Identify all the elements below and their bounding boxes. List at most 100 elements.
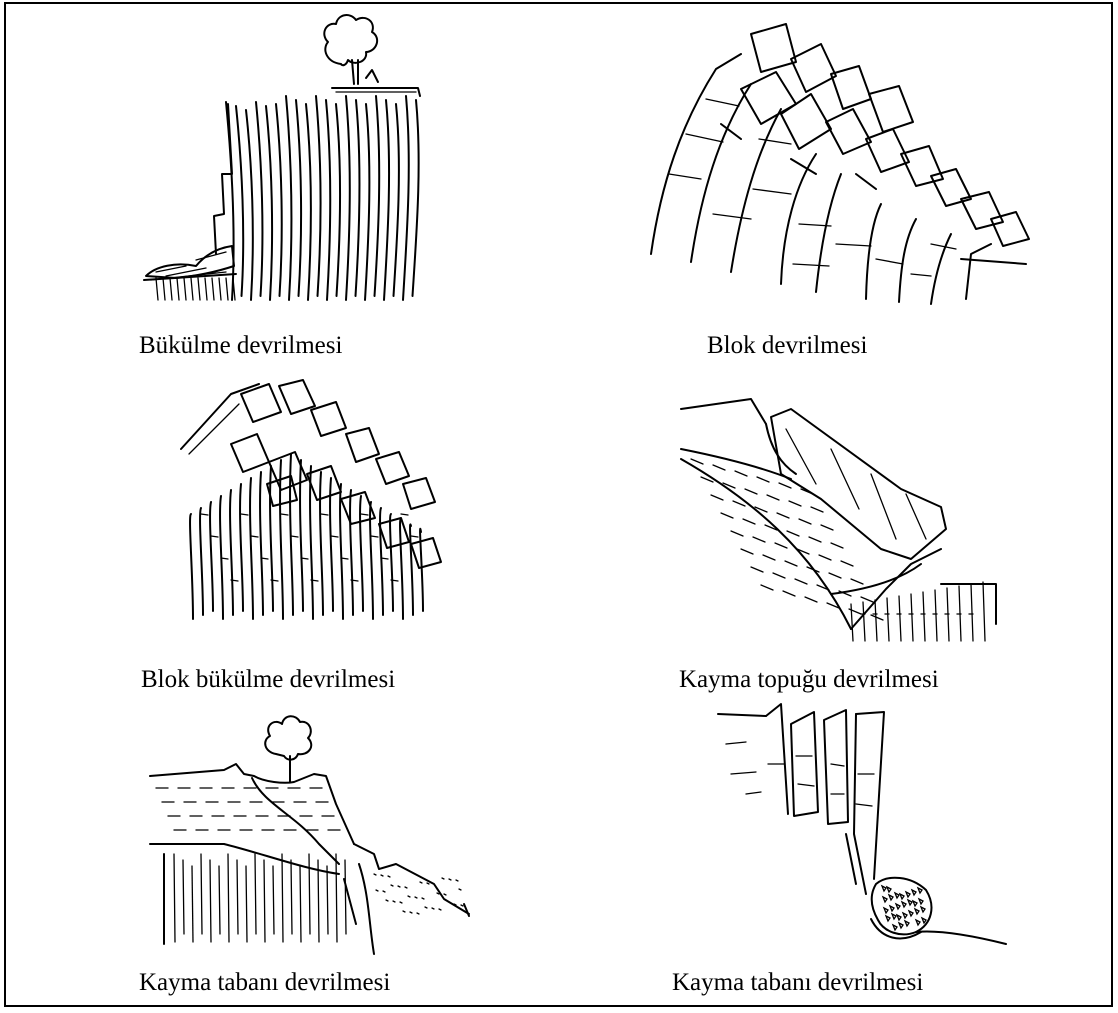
ink-stroke: [210, 860, 211, 942]
ink-stroke: [761, 585, 773, 590]
ink-stroke: [841, 561, 853, 566]
ink-stroke: [401, 514, 408, 515]
ink-stroke: [915, 909, 919, 914]
caption-flexural-toppling: Bükülme devrilmesi: [139, 333, 342, 358]
ink-stroke: [918, 888, 922, 893]
ink-stroke: [201, 854, 202, 934]
ink-stroke: [318, 860, 319, 942]
ink-stroke: [889, 895, 893, 900]
ink-stroke: [871, 615, 883, 620]
caption-block-flexural-toppling: Blok bükülme devrilmesi: [141, 667, 395, 692]
ink-stroke: [240, 484, 243, 611]
ink-stroke: [763, 555, 775, 560]
ink-stroke: [403, 96, 409, 300]
figure-frame: Bükülme devrilmesi: [4, 2, 1113, 1007]
ink-stroke: [306, 104, 311, 300]
ink-stroke: [280, 460, 283, 619]
ink-stroke: [779, 483, 791, 488]
ink-stroke: [439, 909, 441, 910]
ink-stroke: [787, 531, 799, 536]
ink-stroke: [899, 596, 901, 641]
ink-stroke: [971, 584, 973, 641]
ink-stroke: [361, 514, 368, 515]
ink-stroke: [751, 567, 763, 572]
ink-stroke: [266, 106, 272, 300]
ink-stroke: [371, 536, 378, 537]
ink-stroke: [935, 590, 937, 641]
ink-stroke: [230, 490, 233, 615]
ink-stroke: [444, 894, 446, 895]
ink-stroke: [212, 278, 214, 300]
ink-stroke: [237, 860, 238, 934]
ink-stroke: [851, 579, 863, 584]
ink-stroke: [767, 495, 779, 500]
ink-stroke: [408, 896, 410, 897]
ink-stroke: [795, 579, 807, 584]
ink-stroke: [805, 597, 817, 602]
ink-stroke: [246, 866, 247, 942]
ink-stroke: [400, 520, 403, 619]
ink-stroke: [211, 536, 218, 537]
ink-stroke: [350, 490, 353, 615]
ink-stroke: [893, 925, 897, 930]
panel-flexural-toppling: [136, 4, 436, 314]
ink-stroke: [174, 854, 175, 942]
ink-stroke: [711, 495, 723, 500]
ink-stroke: [442, 878, 444, 879]
ink-stroke: [219, 866, 220, 934]
ink-stroke: [733, 501, 745, 506]
ink-stroke: [376, 890, 378, 891]
ink-stroke: [731, 531, 743, 536]
ink-stroke: [903, 913, 907, 918]
ink-stroke: [365, 104, 369, 300]
ink-stroke: [282, 854, 283, 942]
ink-stroke: [916, 920, 920, 925]
ink-stroke: [170, 278, 172, 300]
ink-stroke: [250, 478, 253, 619]
ink-stroke: [384, 100, 389, 300]
ink-stroke: [912, 890, 916, 895]
ink-stroke: [411, 536, 418, 537]
ink-stroke: [757, 477, 769, 482]
ink-stroke: [398, 886, 400, 887]
ink-stroke: [884, 908, 888, 913]
ink-stroke: [432, 908, 434, 909]
caption-block-toppling: Blok devrilmesi: [707, 333, 867, 358]
ink-stroke: [321, 514, 328, 515]
ink-stroke: [330, 478, 333, 611]
ink-stroke: [410, 524, 413, 615]
ink-stroke: [281, 514, 288, 515]
ink-stroke: [403, 911, 405, 912]
ink-stroke: [291, 536, 298, 537]
ink-stroke: [163, 278, 165, 300]
ink-stroke: [320, 472, 323, 615]
ink-stroke: [201, 514, 208, 515]
ink-stroke: [905, 921, 909, 926]
ink-stroke: [200, 508, 203, 615]
ink-stroke: [809, 537, 821, 542]
ink-stroke: [198, 278, 200, 300]
ink-stroke: [908, 900, 912, 905]
ink-stroke: [383, 891, 385, 892]
ink-stroke: [205, 278, 207, 300]
ink-stroke: [783, 591, 795, 596]
ink-stroke: [861, 597, 873, 602]
ink-stroke: [829, 573, 841, 578]
ink-stroke: [721, 513, 733, 518]
ink-stroke: [919, 899, 923, 904]
ink-stroke: [821, 525, 833, 530]
ink-stroke: [923, 592, 925, 641]
ink-stroke: [745, 489, 757, 494]
ink-stroke: [316, 96, 321, 296]
ink-stroke: [420, 882, 422, 883]
ink-stroke: [291, 860, 292, 934]
panel-block-toppling: [631, 14, 1041, 314]
ink-stroke: [256, 102, 262, 296]
ink-stroke: [799, 519, 811, 524]
ink-stroke: [892, 914, 896, 919]
ink-stroke: [391, 885, 393, 886]
ink-stroke: [887, 887, 891, 892]
ink-stroke: [336, 854, 337, 942]
ink-stroke: [899, 923, 903, 928]
ink-stroke: [400, 902, 402, 903]
